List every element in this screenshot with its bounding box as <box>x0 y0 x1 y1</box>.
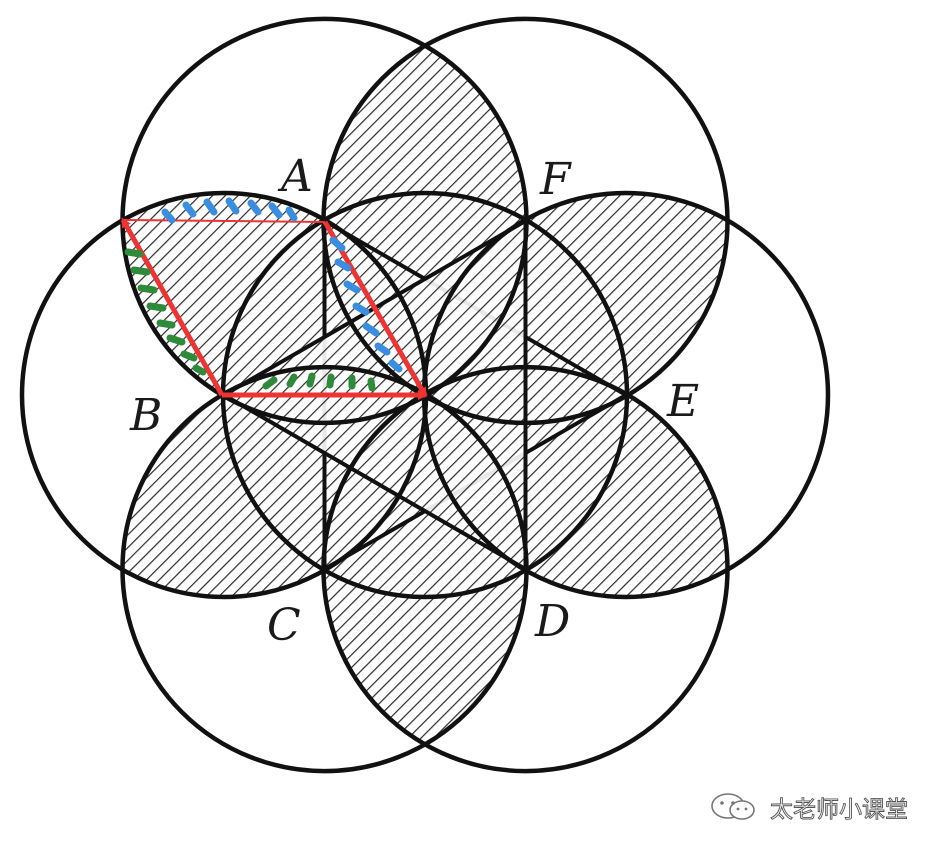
label-F: F <box>539 154 572 205</box>
label-D: D <box>534 596 570 647</box>
blue-mark <box>203 198 218 216</box>
green-mark <box>146 302 167 312</box>
highlight-marks <box>120 197 428 400</box>
label-B: B <box>129 390 162 441</box>
circles <box>19 16 831 774</box>
blue-mark <box>334 258 352 272</box>
green-mark <box>180 350 198 362</box>
blue-mark <box>352 302 370 316</box>
blue-mark <box>374 342 391 356</box>
blue-mark <box>329 236 346 252</box>
green-mark <box>124 248 144 258</box>
blue-mark <box>343 280 361 294</box>
green-mark <box>286 373 298 388</box>
green-mark <box>326 373 335 389</box>
blue-mark <box>247 199 262 216</box>
wechat-icon <box>711 793 755 820</box>
blue-mark <box>362 322 380 337</box>
green-mark <box>130 266 151 276</box>
watermark-text: 太老师小课堂 <box>770 797 909 824</box>
green-mark <box>262 376 278 390</box>
blue-mark <box>388 359 403 373</box>
red-line-top <box>122 219 326 223</box>
point-labels: A B C D E F <box>129 151 699 651</box>
blue-mark <box>182 201 197 218</box>
blue-mark <box>285 206 298 222</box>
red-arrow-B-to-corner <box>120 217 225 397</box>
blue-mark <box>161 208 176 224</box>
green-mark <box>367 377 376 392</box>
green-mark <box>306 372 316 388</box>
green-mark <box>192 364 207 376</box>
watermark: 太老师小课堂 <box>708 790 908 824</box>
green-mark <box>166 334 186 346</box>
label-A: A <box>277 151 313 202</box>
green-mark <box>137 284 158 294</box>
blue-mark <box>268 202 283 219</box>
label-E: E <box>666 376 699 427</box>
green-mark <box>156 319 176 329</box>
label-C: C <box>267 600 301 651</box>
blue-mark <box>225 197 240 215</box>
